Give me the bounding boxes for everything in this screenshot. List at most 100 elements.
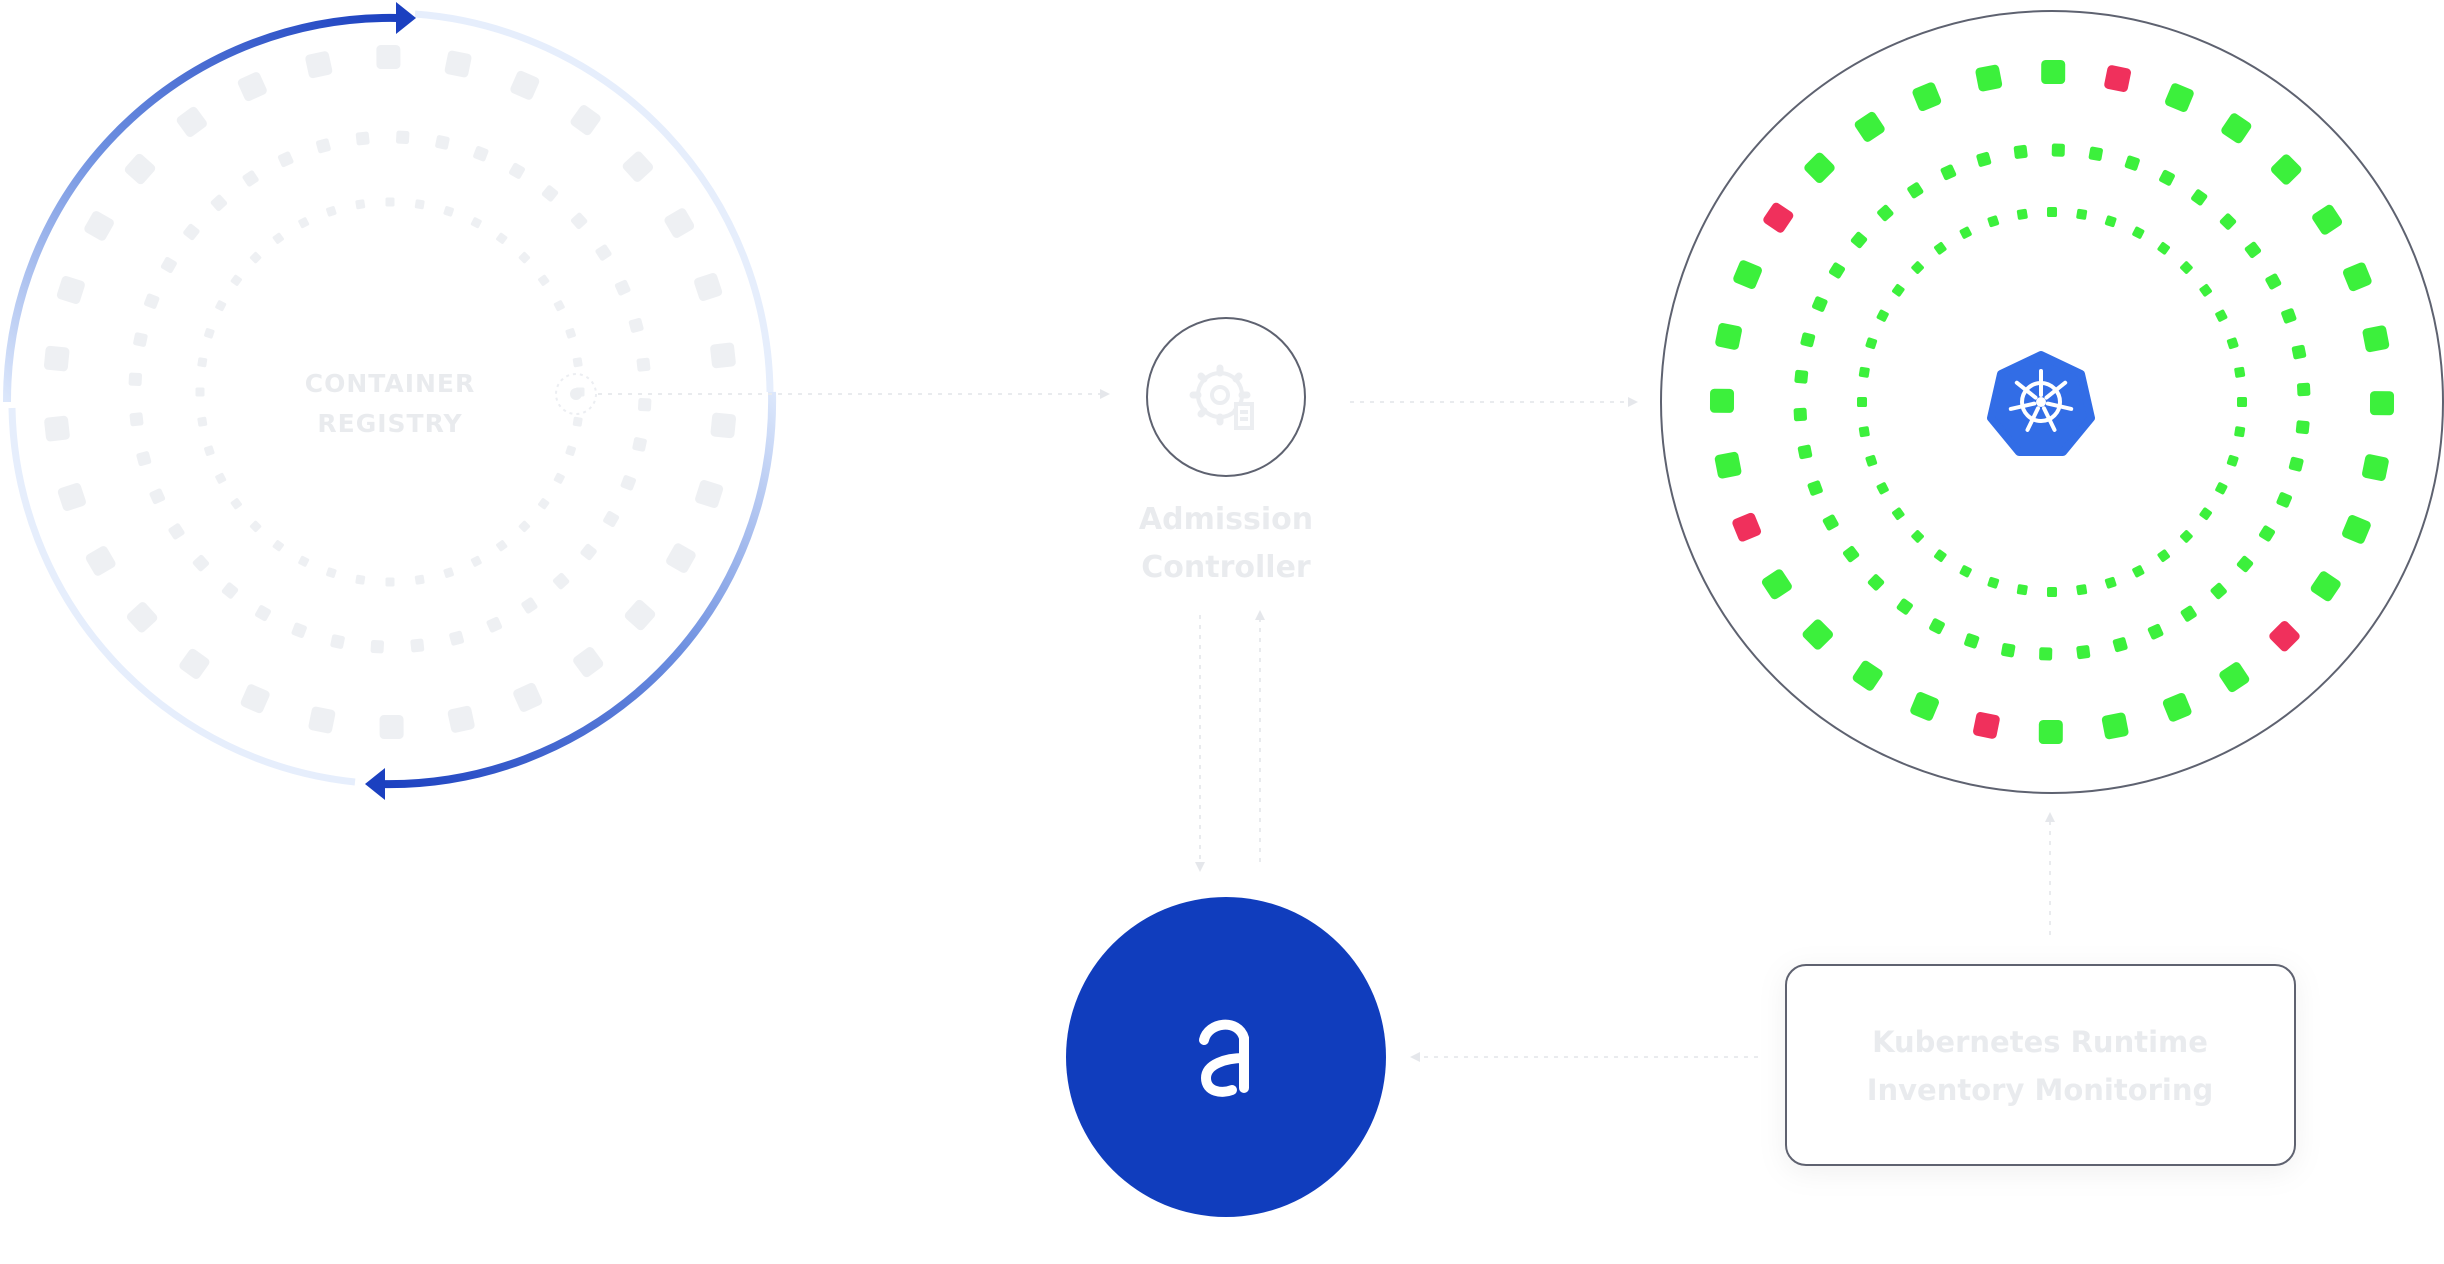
workload-dot xyxy=(1934,242,1947,255)
workload-dot xyxy=(1857,397,1867,407)
registry-dot xyxy=(298,217,310,229)
workload-dot xyxy=(2362,454,2389,481)
workload-dot xyxy=(2039,647,2053,661)
registry-dot xyxy=(473,145,489,162)
registry-dot xyxy=(513,682,543,712)
workload-dot xyxy=(2342,262,2372,292)
registry-dot xyxy=(486,616,503,633)
registry-dot xyxy=(143,293,160,309)
workload-dot xyxy=(2047,207,2057,217)
workload-dot xyxy=(1975,64,2003,92)
registry-dot xyxy=(237,72,267,102)
workload-dot xyxy=(1876,482,1889,495)
workload-dot-rings xyxy=(1709,59,2395,745)
registry-dot xyxy=(470,217,482,229)
registry-dot xyxy=(518,520,531,533)
workload-dot xyxy=(1959,565,1972,578)
workload-dot xyxy=(2157,242,2170,255)
registry-dot xyxy=(176,106,207,137)
workload-dot xyxy=(1896,598,1913,615)
workload-dot xyxy=(2288,456,2304,472)
workload-dot xyxy=(2159,169,2175,186)
workload-dot xyxy=(1858,366,1870,378)
registry-dot xyxy=(298,555,310,567)
registry-dot xyxy=(447,705,475,733)
anchore-node xyxy=(1066,897,1386,1217)
registry-dot xyxy=(614,279,631,296)
registry-dot xyxy=(249,520,262,533)
workload-dot xyxy=(2001,643,2016,658)
registry-dot xyxy=(149,488,166,505)
registry-dot xyxy=(622,151,654,182)
registry-dot xyxy=(572,416,583,427)
registry-dot xyxy=(315,138,331,154)
workload-dot xyxy=(1892,284,1905,297)
workload-dot xyxy=(1852,660,1883,691)
workload-dot xyxy=(2362,325,2390,353)
registry-dot xyxy=(710,412,737,439)
workload-dot xyxy=(2226,337,2239,350)
registry-dot xyxy=(518,251,531,264)
workload-dot xyxy=(2038,719,2063,745)
registry-dot xyxy=(620,475,637,491)
arrowhead-anchore-in xyxy=(1195,862,1205,872)
workload-dot xyxy=(1865,337,1878,350)
workload-dot xyxy=(1709,388,1735,413)
registry-label-line1: CONTAINER xyxy=(305,369,476,398)
workload-dot xyxy=(2226,454,2239,467)
workload-dot xyxy=(1804,152,1835,183)
workload-dot xyxy=(1865,454,1878,467)
registry-dot xyxy=(414,199,425,210)
registry-dot xyxy=(355,574,366,585)
registry-dot xyxy=(43,345,70,372)
workload-dot xyxy=(1964,633,1980,649)
registry-dot xyxy=(636,357,651,372)
registry-dot xyxy=(695,480,724,508)
registry-dot xyxy=(443,567,454,578)
registry-dot xyxy=(632,437,647,452)
workload-dot xyxy=(1715,323,1742,350)
workload-dot xyxy=(2013,144,2028,159)
registry-dot xyxy=(221,582,239,599)
workload-dot xyxy=(2215,309,2228,322)
registry-dot xyxy=(210,194,228,212)
registry-dot xyxy=(666,543,696,573)
registry-dot xyxy=(230,498,242,510)
workload-dot xyxy=(1797,444,1813,460)
workload-dot xyxy=(1800,332,1816,348)
registry-dot xyxy=(192,554,210,572)
registry-dot xyxy=(168,523,185,540)
workload-dot xyxy=(1732,512,1762,542)
arrow-head-top xyxy=(396,2,416,34)
arrow-head-bottom xyxy=(365,768,385,800)
registry-dot xyxy=(272,540,284,552)
workload-dot xyxy=(1802,619,1833,650)
registry-dot xyxy=(444,50,472,78)
workload-dot xyxy=(2295,420,2310,435)
registry-dot xyxy=(254,605,272,622)
workload-dot xyxy=(1973,712,2000,739)
kubernetes-cluster xyxy=(1660,10,2444,794)
registry-dot xyxy=(249,251,262,264)
registry-dot xyxy=(395,130,410,145)
workload-dot xyxy=(2076,208,2088,220)
workload-dot xyxy=(2180,530,2193,543)
workload-dot xyxy=(1807,480,1823,496)
registry-dot xyxy=(355,199,366,210)
registry-dot xyxy=(197,416,208,427)
workload-dot xyxy=(2297,382,2311,397)
workload-dot xyxy=(2199,507,2212,520)
workload-dot xyxy=(2104,576,2117,589)
workload-dot xyxy=(1867,574,1885,591)
workload-dot xyxy=(2104,65,2131,92)
registry-dot xyxy=(44,415,70,442)
registry-dot xyxy=(183,223,200,241)
registry-dot xyxy=(628,317,644,333)
kubernetes-helm-icon xyxy=(1987,351,2095,456)
workload-dot xyxy=(1794,369,1809,384)
arrowhead-anchore-left xyxy=(1410,1052,1420,1062)
workload-dot xyxy=(2236,555,2254,573)
workload-dot xyxy=(2016,584,2028,596)
registry-dot xyxy=(179,648,210,679)
